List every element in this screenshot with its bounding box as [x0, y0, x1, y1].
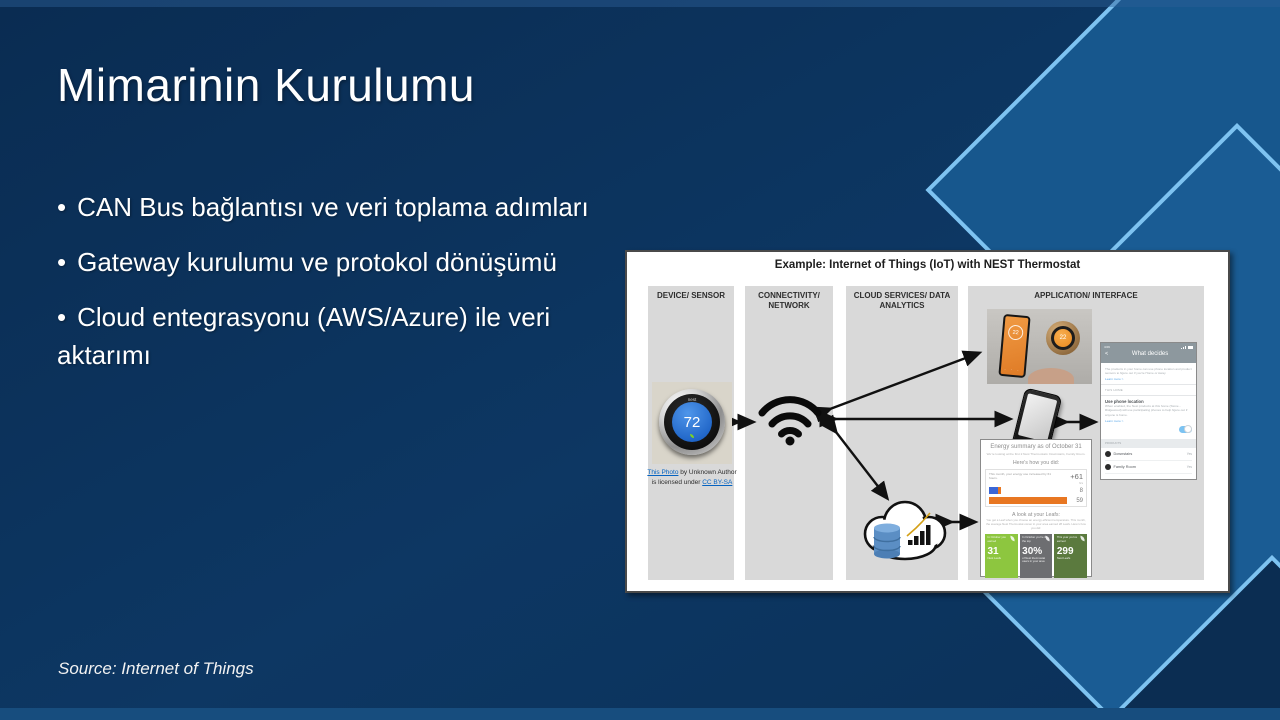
tile-head: In October you earned: [987, 535, 1006, 543]
photo-phone-nav-dots: · · ·: [1004, 366, 1021, 373]
column-header: DEVICE/ SENSOR: [656, 291, 725, 300]
leaf-tiles: In October you earned 31 Nest Leafs In O…: [985, 533, 1088, 578]
phone-and-nest-photo: 22 · · · 22: [987, 309, 1092, 384]
top-edge-strip: [0, 0, 1280, 7]
section-label: PRODUCTS: [1101, 438, 1196, 448]
product-name: Downstairs: [1113, 451, 1133, 456]
nest-thermostat-photo: nest 72: [652, 382, 732, 464]
tile-head: In October you're in the top: [1022, 535, 1047, 543]
photo-phone-temp-dial: 22: [1007, 324, 1024, 341]
energy-stats-box: This month, your energy use increased by…: [985, 468, 1087, 507]
setting-title: Use phone location: [1105, 399, 1144, 405]
thermostat-temp: 72: [683, 413, 701, 431]
product-row: Downstairs Yes: [1105, 448, 1192, 461]
leafs-text: You get a Leaf when you choose an energy…: [986, 518, 1086, 530]
tile-number: 30%: [1022, 545, 1043, 557]
product-value: Yes: [1186, 451, 1192, 456]
column-header: CONNECTIVITY/ NETWORK: [758, 291, 820, 311]
iot-diagram-image[interactable]: Example: Internet of Things (IoT) with N…: [625, 250, 1230, 593]
energy-bar-large: [989, 496, 1067, 504]
database-icon: [873, 523, 901, 559]
energy-bar-small-value: 8: [1079, 488, 1083, 494]
product-value: Yes: [1186, 464, 1192, 469]
tile-sub: Nest Leafs: [987, 555, 1001, 560]
energy-bar-small: [989, 487, 1001, 494]
app-screen-title: What decides: [1131, 351, 1169, 357]
energy-delta-value: +61: [1070, 471, 1083, 481]
energy-summary-card: Energy summary as of October 31 We're lo…: [980, 439, 1092, 578]
tile-sub: Nest Leafs: [1056, 555, 1071, 560]
tile-number: 299: [1056, 545, 1074, 557]
energy-row-text: This month, your energy use increased by…: [989, 471, 1051, 480]
product-avatar: [1105, 450, 1111, 457]
hand: [1028, 368, 1074, 384]
back-chevron-icon: <: [1105, 351, 1109, 357]
photo-attribution: This Photo by Unknown Author is licensed…: [645, 468, 739, 488]
energy-card-title: Energy summary as of October 31: [990, 444, 1082, 450]
leaf-icon: [690, 434, 694, 438]
cloud-analytics-icon: [863, 500, 947, 561]
product-row: Family Room Yes: [1105, 461, 1192, 474]
status-time: 4:09: [1104, 345, 1110, 349]
diagram-title: Example: Internet of Things (IoT) with N…: [774, 259, 1081, 271]
bullet-glyph: •: [57, 247, 67, 277]
app-header: 4:09 < What decides: [1101, 343, 1196, 363]
learn-more-link: Learn more >: [1105, 418, 1124, 423]
section-label: THIS HOME: [1105, 388, 1123, 393]
bullet-item: • Gateway kurulumu ve protokol dönüşümü: [57, 243, 605, 281]
energy-card-heading: Here's how you did:: [1012, 459, 1060, 466]
bullet-text: Gateway kurulumu ve protokol dönüşümü: [77, 247, 557, 277]
product-avatar: [1105, 463, 1111, 470]
photo-phone: 22 · · ·: [998, 313, 1031, 379]
nest-brand-label: nest: [687, 397, 697, 402]
product-name: Family Room: [1113, 464, 1136, 469]
connector-arrows: [722, 350, 1099, 531]
energy-bar-large-value: 59: [1076, 497, 1083, 504]
wifi-icon: [758, 396, 822, 446]
energy-card-subtitle: We're looking at the first 2 Nest Thermo…: [986, 451, 1086, 456]
column-header: APPLICATION/ INTERFACE: [1034, 291, 1138, 300]
bullet-glyph: •: [57, 302, 67, 332]
leafs-heading: A look at your Leafs:: [1012, 511, 1060, 518]
slide-title: Mimarinin Kurulumu: [57, 59, 476, 111]
photo-nest-temp: 22: [1054, 329, 1072, 347]
tile-sub: of Nest thermostat users in your area: [1022, 555, 1046, 564]
energy-delta-unit: hrs: [1079, 480, 1083, 485]
bottom-edge-strip: [0, 708, 1280, 720]
source-attribution: Source: Internet of Things: [58, 659, 254, 678]
leaf-tile: In October you're in the top 30% of Nest…: [1019, 533, 1053, 578]
attribution-text: by Unknown Author is licensed under: [651, 469, 737, 486]
photo-link[interactable]: This Photo: [647, 469, 679, 476]
signal-battery-icons: [1181, 345, 1193, 349]
column-header: CLOUD SERVICES/ DATA ANALYTICS: [853, 291, 951, 311]
bullet-item: • CAN Bus bağlantısı ve veri toplama adım…: [57, 188, 605, 226]
thermostat-display: 72: [672, 402, 712, 442]
thermostat-face: nest 72: [664, 394, 720, 450]
app-paragraph: When enabled, the Nest products at this …: [1105, 404, 1188, 417]
tile-head: This year you've earned: [1056, 535, 1078, 543]
photo-nest-thermostat: 22: [1046, 321, 1080, 355]
bullet-glyph: •: [57, 192, 67, 222]
bullet-text: CAN Bus bağlantısı ve veri toplama adıml…: [77, 192, 589, 222]
learn-more-link: Learn more >: [1105, 377, 1124, 382]
bullet-text: Cloud entegrasyonu (AWS/Azure) ile veri …: [57, 302, 551, 370]
nest-app-screen: 4:09 < What decides The products in your…: [1100, 342, 1197, 480]
bullet-list: • CAN Bus bağlantısı ve veri toplama adım…: [57, 188, 605, 391]
photo-nest-ring: 22: [1051, 326, 1075, 350]
photo-phone-screen: 22 · · ·: [1000, 316, 1029, 376]
bar-chart-icon: [906, 512, 931, 545]
bullet-item: •Cloud entegrasyonu (AWS/Azure) ile veri…: [57, 298, 605, 374]
app-paragraph: The products in your home can use phone …: [1105, 367, 1192, 376]
smartphone-screen: [1017, 393, 1058, 443]
license-link[interactable]: CC BY-SA: [702, 478, 733, 486]
thermostat-ring: nest 72: [659, 389, 725, 455]
toggle-switch-on: [1179, 425, 1192, 434]
leaf-tile: In October you earned 31 Nest Leafs: [985, 533, 1018, 578]
leaf-tile: This year you've earned 299 Nest Leafs: [1054, 533, 1088, 578]
battery-icon: [1188, 346, 1193, 349]
tile-number: 31: [987, 545, 999, 557]
